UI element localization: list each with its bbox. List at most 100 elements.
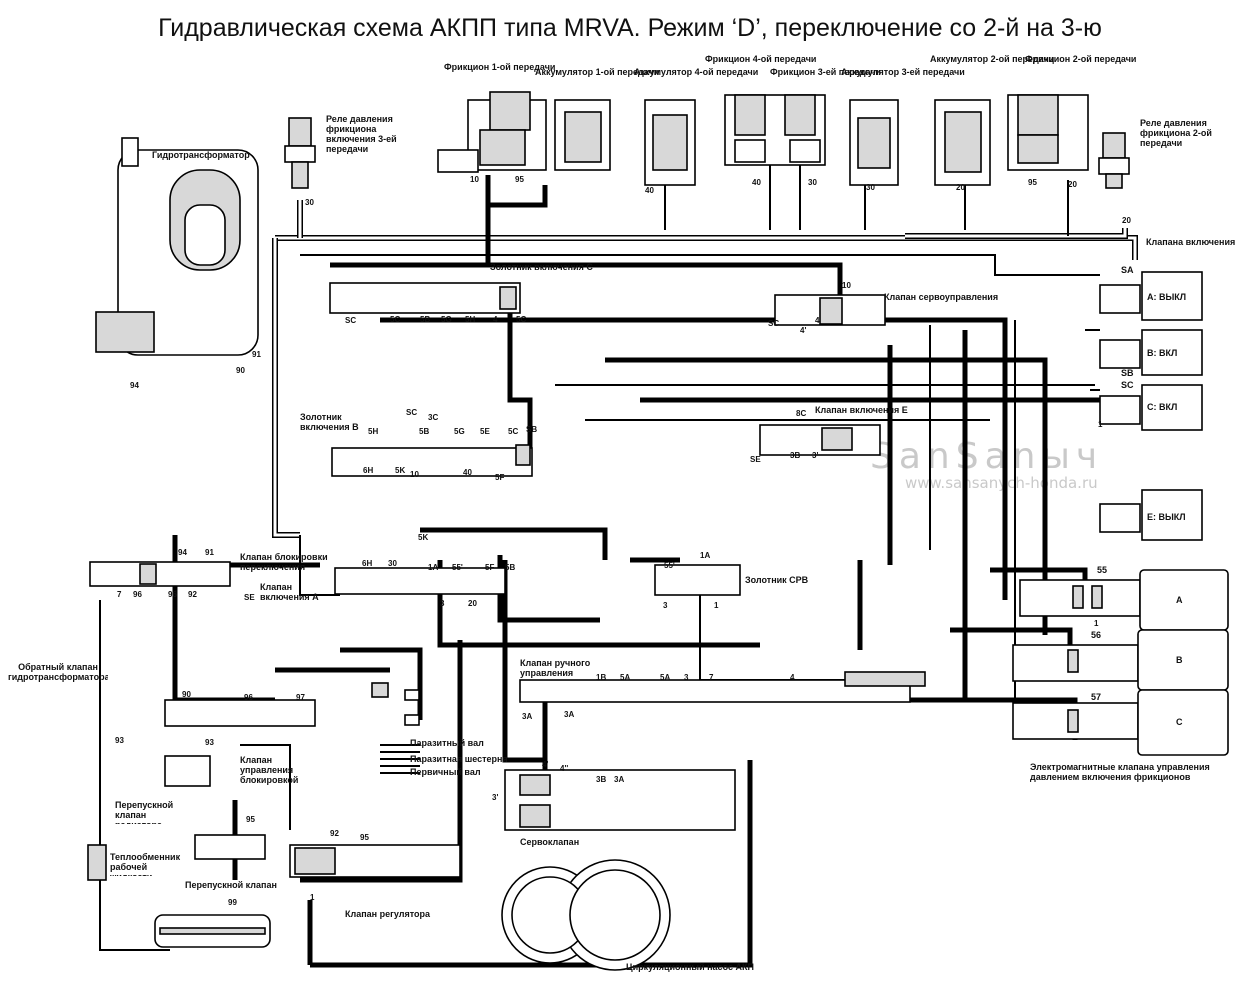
port-label: 8C — [796, 409, 806, 418]
shift-valve-b-icon — [331, 447, 533, 477]
clutch-1st-icon — [437, 91, 547, 173]
port-label: 7 — [709, 673, 714, 682]
page-title: Гидравлическая схема АКПП типа MRVA. Реж… — [158, 14, 1102, 42]
port-label: SE — [244, 593, 255, 602]
lockup-control-valve-icon — [164, 699, 316, 727]
clutch-4th-3rd-icon — [724, 94, 826, 166]
svg-text:Перепускной клапан: Перепускной клапан — [185, 880, 277, 890]
svg-text:Золотник CPB: Золотник CPB — [745, 575, 809, 585]
port-label: 95 — [360, 833, 369, 842]
solenoid-e-state: E: ВЫКЛ — [1147, 512, 1186, 522]
port-label: 97 — [296, 693, 305, 702]
port-label: 40 — [752, 178, 761, 187]
port-label: 1 — [310, 893, 315, 902]
label-shift-valves: Клапана включения — [1146, 237, 1235, 247]
label-shift-valve-a: Клапан включения A — [260, 582, 319, 602]
port-label: SC — [768, 319, 779, 328]
port-label: 5B — [419, 427, 429, 436]
port-label: 4 — [493, 315, 498, 324]
port-label: 10 — [470, 175, 479, 184]
valve-bodies — [87, 282, 926, 971]
port-label: 4' — [542, 760, 548, 769]
port-label: SC — [345, 316, 356, 325]
port-label: 5E — [480, 427, 490, 436]
cooler-icon — [87, 844, 107, 881]
port-label: 3' — [812, 451, 818, 460]
port-label: 95 — [515, 175, 524, 184]
watermark-brand: SanSanыч — [870, 436, 1103, 477]
linear-port-56: 56 — [1091, 630, 1101, 640]
label-bypass: Перепускной клапан — [185, 880, 277, 890]
port-label: 30 — [866, 183, 875, 192]
onoff-solenoids — [1099, 271, 1203, 541]
label-clutch3: Фрикцион 3-ей передачи — [770, 67, 881, 77]
label-lockup-shift: Клапан блокировки переключения — [240, 552, 328, 572]
svg-text:Клапан регулятора: Клапан регулятора — [345, 909, 431, 919]
port-label: 93 — [115, 736, 124, 745]
label-clutch1: Фрикцион 1-ой передачи — [444, 62, 555, 72]
port-label: 20 — [956, 183, 965, 192]
linear-a-label: A — [1176, 595, 1183, 605]
port-label: 3 — [684, 673, 689, 682]
solenoid-a-port: SA — [1121, 265, 1134, 275]
label-acc4: Аккумулятор 4-ой передачи — [634, 67, 758, 77]
svg-text:Паразитный вал: Паразитный вал — [410, 738, 484, 748]
port-label: 20 — [468, 599, 477, 608]
svg-text:Фрикцион 3-ей передачи: Фрикцион 3-ей передачи — [770, 67, 881, 77]
svg-text:Клапана включения: Клапана включения — [1146, 237, 1235, 247]
port-label: 95 — [1028, 178, 1037, 187]
port-label: 96 — [244, 693, 253, 702]
component-labels: Золотник включения C Клапан сервоуправле… — [185, 237, 1235, 972]
port-label: 5A — [620, 673, 630, 682]
port-label: 3B — [596, 775, 606, 784]
port-label: 7 — [117, 590, 122, 599]
svg-text:Аккумулятор 2-ой передачи: Аккумулятор 2-ой передачи — [930, 54, 1054, 64]
label-idler-gear: Паразитная шестерня — [410, 754, 508, 764]
label-acc1: Аккумулятор 1-ой передачи — [535, 67, 659, 77]
label-torque-converter: Гидротрансформатор — [152, 150, 250, 160]
label-regulator: Клапан регулятора — [345, 909, 431, 919]
port-label: 5C — [508, 427, 518, 436]
port-label: 5F — [485, 563, 494, 572]
port-labels: 10 95 40 40 30 30 30 20 95 20 20 91 90 9… — [115, 175, 1131, 907]
port-label: 90 — [236, 366, 245, 375]
svg-text:Аккумулятор 4-ой передачи: Аккумулятор 4-ой передачи — [634, 67, 758, 77]
port-label: 94 — [130, 381, 139, 390]
port-label: 5G — [441, 315, 452, 324]
label-relay2-box: Реле давления фрикциона 2-ой передачи — [1140, 118, 1212, 148]
label-cooler: Теплообменник рабочей жидкости — [110, 852, 181, 876]
solenoid-c-state: C: ВКЛ — [1147, 402, 1177, 412]
port-label: 3B — [790, 451, 800, 460]
port-label: 4 — [815, 316, 820, 325]
label-shift-valve-c: Золотник включения C — [490, 262, 593, 272]
port-label: 96 — [168, 590, 177, 599]
accumulator-1st-icon — [554, 99, 611, 171]
port-label: 1A — [700, 551, 710, 560]
svg-text:Фрикцион 4-ой передачи: Фрикцион 4-ой передачи — [705, 54, 816, 64]
port-label: 1A — [428, 563, 438, 572]
clutch-2nd-icon — [1007, 94, 1089, 171]
port-label: 5G — [454, 427, 465, 436]
label-radiator-bypass: Перепускной клапан радиатора — [115, 800, 174, 824]
linear-b-label: B — [1176, 655, 1183, 665]
port-label: 5C — [390, 315, 400, 324]
solenoid-b-port: SB — [1121, 368, 1134, 378]
label-shift-valve-b: Золотник включения B — [300, 412, 359, 432]
label-relay3-box: Реле давления фрикциона включения 3-ей п… — [326, 114, 397, 154]
port-label: 20 — [1068, 180, 1077, 189]
svg-text:Сервоклапан: Сервоклапан — [520, 837, 579, 847]
port-label: 96 — [133, 590, 142, 599]
shift-valve-c-icon — [329, 282, 521, 314]
port-label: 6H — [363, 466, 373, 475]
svg-text:Аккумулятор 3-ей передачи: Аккумулятор 3-ей передачи — [841, 67, 965, 77]
linear-c-label: C — [1176, 717, 1183, 727]
port-label: 94 — [178, 548, 187, 557]
svg-text:Паразитная шестерня: Паразитная шестерня — [410, 754, 508, 764]
label-servo: Сервоклапан — [520, 837, 579, 847]
svg-text:Клапан сервоуправления: Клапан сервоуправления — [884, 292, 998, 302]
label-shift-valve-e: Клапан включения E — [815, 405, 908, 415]
shift-valve-e-icon — [759, 424, 881, 456]
svg-text:Золотник включения C: Золотник включения C — [490, 262, 593, 272]
port-label: 20 — [1122, 216, 1131, 225]
